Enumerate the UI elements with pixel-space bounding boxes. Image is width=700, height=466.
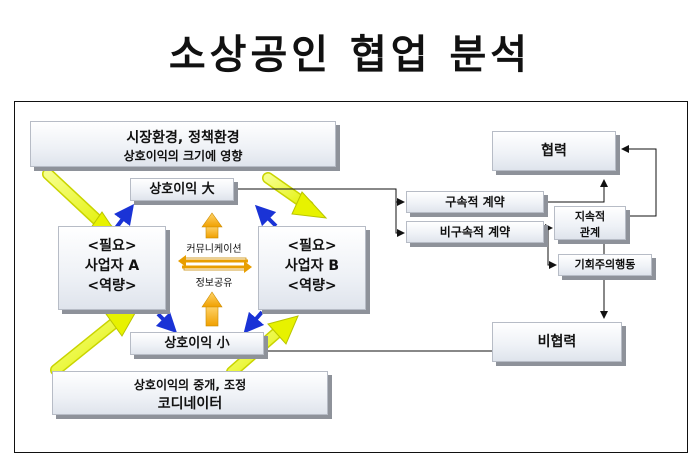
benefit-large-label: 상호이익 大 — [149, 182, 215, 197]
orange-arrow-bottom — [201, 291, 223, 327]
nonbinding-contract-box: 비구속적 계약 — [406, 221, 544, 243]
orange-arrow-top — [201, 212, 223, 239]
environment-box: 시장환경, 정책환경 상호이익의 크기에 영향 — [30, 121, 336, 167]
environment-line1: 시장환경, 정책환경 — [126, 130, 240, 146]
business-b-capability: <역량> — [287, 278, 337, 294]
sustained-relation-line2: 관계 — [579, 226, 601, 239]
benefit-large-box: 상호이익 大 — [130, 178, 234, 201]
business-a-box: <필요> 사업자 A <역량> — [58, 226, 166, 310]
noncooperation-label: 비협력 — [537, 334, 577, 350]
exchange-arrow — [178, 255, 252, 273]
flow-lines — [234, 145, 657, 355]
business-b-need: <필요> — [287, 238, 337, 254]
opportunism-label: 기회주의행동 — [574, 258, 636, 271]
opportunism-box: 기회주의행동 — [558, 254, 652, 276]
communication-label: 커뮤니케이션 — [186, 244, 242, 255]
coordinator-arrow-left — [50, 307, 139, 376]
sustained-relation-line1: 지속적 — [574, 210, 606, 223]
blue-arrow-a-down — [155, 311, 178, 334]
business-a-need: <필요> — [87, 238, 137, 254]
binding-contract-box: 구속적 계약 — [406, 191, 544, 213]
business-b-name: 사업자 B — [284, 258, 340, 274]
business-b-box: <필요> 사업자 B <역량> — [258, 226, 366, 310]
cooperation-box: 협력 — [492, 131, 616, 171]
noncooperation-box: 비협력 — [492, 322, 622, 362]
coordinator-line1: 상호이익의 중개, 조정 — [133, 378, 247, 392]
blue-arrow-a-up — [114, 204, 134, 230]
business-a-name: 사업자 A — [84, 258, 140, 274]
coordinator-box: 상호이익의 중개, 조정 코디네이터 — [52, 371, 328, 415]
environment-line2: 상호이익의 크기에 영향 — [123, 149, 243, 163]
sustained-relation-box: 지속적 관계 — [554, 206, 626, 240]
business-a-capability: <역량> — [87, 278, 137, 294]
diagram-frame — [14, 101, 688, 453]
blue-arrow-b-down — [243, 310, 265, 334]
benefit-small-label: 상호이익 小 — [164, 336, 230, 351]
binding-contract-label: 구속적 계약 — [445, 195, 505, 209]
blue-arrow-b-up — [254, 204, 278, 228]
benefit-small-box: 상호이익 小 — [130, 332, 264, 355]
info-sharing-label: 정보공유 — [195, 278, 233, 289]
coordinator-line2: 코디네이터 — [157, 396, 223, 412]
env-arrow-right — [262, 172, 328, 219]
nonbinding-contract-label: 비구속적 계약 — [439, 225, 511, 239]
cooperation-label: 협력 — [541, 143, 567, 159]
page-title: 소상공인 협업 분석 — [168, 32, 532, 78]
